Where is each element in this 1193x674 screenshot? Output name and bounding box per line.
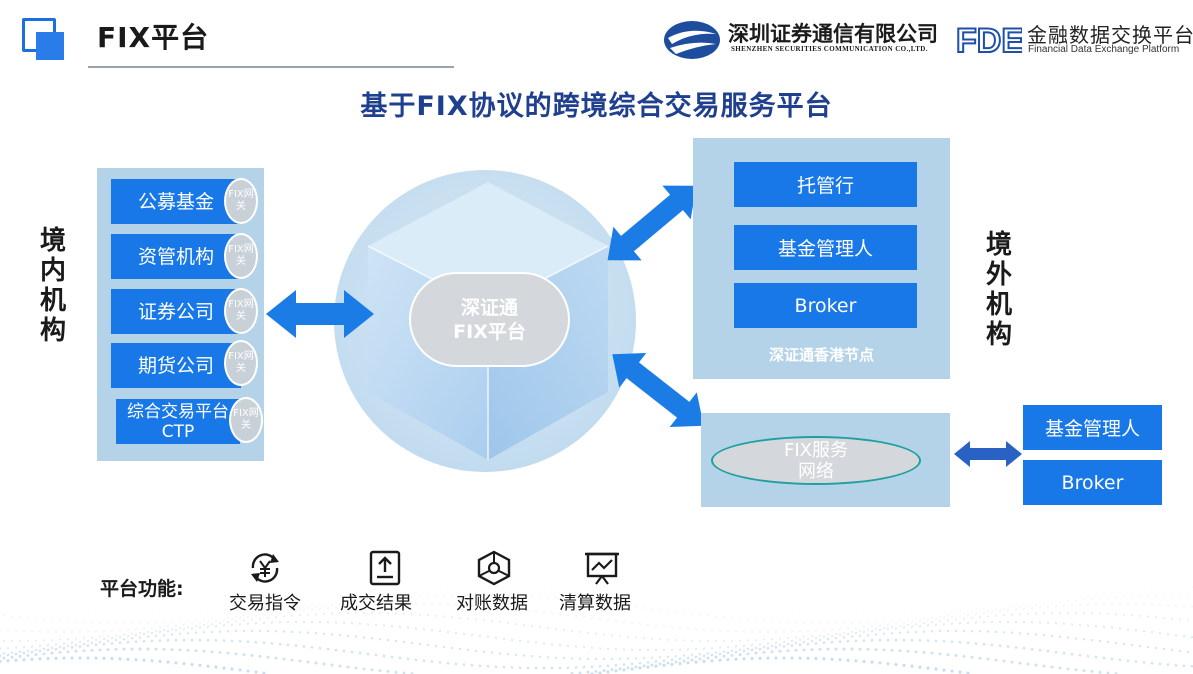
corner-logo-square: [36, 32, 64, 60]
fix-gateway-badge: FIX网关: [229, 397, 263, 443]
function-clearing-data: 清算数据: [559, 593, 631, 614]
fix-service-network-node: FIX服务 网络: [711, 436, 921, 485]
institution-futures-company: 期货公司: [111, 343, 241, 388]
fix-gateway-badge: FIX网关: [224, 178, 258, 224]
platform-functions-label: 平台功能:: [100, 578, 184, 600]
institution-asset-management: 资管机构: [111, 234, 241, 279]
hk-custodian-bank: 托管行: [734, 162, 917, 207]
fdep-name-cn: 金融数据交换平台: [1027, 23, 1193, 47]
institution-public-fund: 公募基金: [111, 179, 241, 224]
title-divider: [88, 66, 454, 68]
yen-exchange-icon: [251, 553, 279, 583]
background-dot-wave: [0, 585, 1193, 674]
function-trade-order: 交易指令: [229, 593, 301, 614]
function-execution-result: 成交结果: [340, 593, 412, 614]
core-platform-node: 深证通 FIX平台: [409, 272, 570, 367]
company-name-en: SHENZHEN SECURITIES COMMUNICATION CO.,LT…: [731, 45, 928, 53]
fix-network-bidirectional-arrow: [612, 352, 704, 428]
svg-text:FDEP: FDEP: [956, 22, 1022, 56]
page-title: FIX平台: [97, 21, 210, 54]
fix-gateway-badge: FIX网关: [224, 340, 258, 386]
presentation-chart-icon: [585, 552, 619, 585]
hk-fund-manager: 基金管理人: [734, 225, 917, 270]
domestic-institutions-label: 境 内 机 构: [39, 226, 66, 346]
hk-node-bidirectional-arrow: [607, 185, 697, 261]
fix-gateway-badge: FIX网关: [224, 288, 258, 334]
overseas-bidirectional-arrow: [954, 441, 1022, 467]
overseas-fund-manager: 基金管理人: [1023, 405, 1162, 450]
upload-document-icon: [369, 550, 401, 586]
hk-broker: Broker: [734, 283, 917, 328]
ssc-logo-icon: [664, 21, 720, 59]
network-hexagon-icon: [477, 550, 511, 586]
overseas-broker: Broker: [1023, 460, 1162, 505]
function-reconciliation-data: 对账数据: [456, 593, 528, 614]
fix-gateway-badge: FIX网关: [224, 233, 258, 279]
fdep-logo-icon: FDEP: [956, 22, 1022, 56]
hk-node-caption: 深证通香港节点: [768, 346, 874, 364]
company-name-cn: 深圳证券通信有限公司: [728, 21, 938, 46]
institution-securities-company: 证券公司: [111, 289, 241, 334]
diagram-title: 基于FIX协议的跨境综合交易服务平台: [360, 91, 833, 122]
domestic-bidirectional-arrow: [266, 290, 374, 338]
fdep-name-en: Financial Data Exchange Platform: [1028, 44, 1180, 55]
overseas-institutions-label: 境 外 机 构: [985, 230, 1012, 350]
institution-ctp: 综合交易平台 CTP: [116, 399, 240, 444]
